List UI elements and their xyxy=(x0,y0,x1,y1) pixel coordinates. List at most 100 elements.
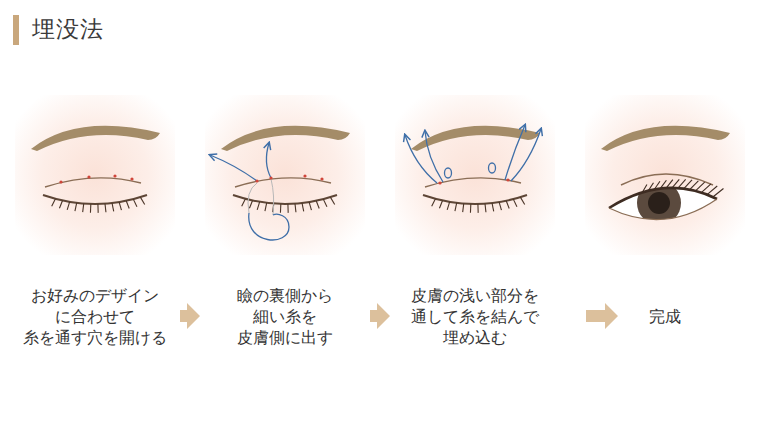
illustration-part xyxy=(432,199,436,206)
illustration-part xyxy=(257,202,259,210)
illustration-part xyxy=(303,174,306,177)
illustration-part xyxy=(470,204,471,213)
illustration-part xyxy=(126,201,129,209)
illustration-part xyxy=(265,203,267,211)
step-caption: お好みのデザイン に合わせて 糸を通す穴を開ける xyxy=(15,285,175,348)
illustration-part xyxy=(463,204,464,213)
illustration-part xyxy=(242,199,246,206)
illustration-part xyxy=(15,95,175,255)
illustration-part xyxy=(205,95,365,255)
illustration-part xyxy=(221,126,350,151)
illustration-part xyxy=(31,126,160,151)
illustration-part xyxy=(242,197,335,213)
illustration-part xyxy=(654,181,660,189)
illustration-part xyxy=(210,155,257,181)
illustration-part xyxy=(477,204,478,213)
panel xyxy=(205,95,365,255)
illustration-part xyxy=(269,176,272,179)
illustration-part xyxy=(302,203,304,211)
pupil xyxy=(648,192,670,214)
eyelid-crease xyxy=(621,174,713,185)
illustration-part xyxy=(439,200,442,208)
step-caption: 完成 xyxy=(649,306,681,327)
panel xyxy=(395,95,555,255)
panel xyxy=(585,95,745,255)
illustration-part xyxy=(233,178,337,204)
illustration-part xyxy=(395,95,555,255)
illustration-part xyxy=(492,203,494,211)
illustration-part xyxy=(405,135,437,183)
illustration-part xyxy=(249,200,252,208)
illustration-part xyxy=(75,203,77,211)
illustration-part xyxy=(90,204,91,213)
illustration-part xyxy=(249,213,289,240)
illustration-part xyxy=(59,200,62,208)
illustration-part xyxy=(445,168,452,178)
illustration-part xyxy=(713,189,724,197)
illustration-part xyxy=(52,197,145,213)
illustration-part xyxy=(411,126,540,151)
caption-text: 瞼の裏側から 細い糸を 皮膚側に出す xyxy=(205,285,365,348)
illustration-part xyxy=(59,180,62,183)
illustration-part xyxy=(678,179,686,188)
illustration-part xyxy=(87,175,90,178)
illustration-part xyxy=(455,203,457,211)
illustration-part xyxy=(585,95,745,255)
illustration-part xyxy=(140,197,144,204)
illustration-part xyxy=(505,125,525,180)
illustration-part xyxy=(130,177,133,180)
illustration-part xyxy=(489,163,496,173)
illustration-part xyxy=(648,183,653,191)
illustration-part xyxy=(707,186,717,195)
illustration-part xyxy=(601,126,730,151)
illustration-part xyxy=(499,202,501,210)
illustration-part xyxy=(287,204,288,213)
illustration-part xyxy=(97,204,98,213)
illustration-part xyxy=(642,185,647,193)
panel xyxy=(15,95,175,255)
illustration-part xyxy=(690,181,699,190)
illustration-part xyxy=(112,203,114,211)
illustration-part xyxy=(52,199,56,206)
caption-text: お好みのデザイン に合わせて 糸を通す穴を開ける xyxy=(15,285,175,348)
upper-lid xyxy=(609,188,717,208)
page-title: 埋没法 xyxy=(32,13,104,45)
illustration-part xyxy=(511,129,541,181)
caption-text: 完成 xyxy=(649,306,681,327)
illustration-part xyxy=(323,199,327,207)
illustration-part xyxy=(447,202,449,210)
illustration-part xyxy=(104,204,106,213)
illustration-part xyxy=(513,199,517,207)
step-arrow xyxy=(370,303,390,329)
illustration-part xyxy=(506,201,509,209)
caption-text: 皮膚の浅い部分を 通して糸を結んで 埋め込む xyxy=(395,285,555,348)
illustration-part xyxy=(520,197,524,204)
step-arrow xyxy=(180,303,200,329)
illustration-part xyxy=(484,204,486,213)
illustration-part xyxy=(266,143,271,178)
illustration-part xyxy=(309,202,311,210)
illustration-part xyxy=(684,180,692,189)
illustration-part xyxy=(660,180,666,188)
step-arrow xyxy=(586,303,618,329)
illustration-part xyxy=(133,199,137,207)
illustration-part xyxy=(506,178,509,181)
illustration-part xyxy=(320,177,323,180)
illustration-part xyxy=(696,182,705,191)
step-caption: 瞼の裏側から 細い糸を 皮膚側に出す xyxy=(205,285,365,348)
illustration-part xyxy=(119,202,121,210)
illustration-part xyxy=(666,180,673,189)
title-bar xyxy=(13,15,19,45)
illustration-part xyxy=(701,184,711,193)
illustration-part xyxy=(425,131,443,182)
illustration-part xyxy=(316,201,319,209)
illustration-part xyxy=(83,204,84,213)
illustration-part xyxy=(330,197,334,204)
illustration-part xyxy=(248,183,257,213)
illustration-part xyxy=(432,197,525,213)
illustration-part xyxy=(438,181,441,184)
illustration-part xyxy=(672,179,679,188)
illustration-part xyxy=(67,202,69,210)
lower-lid xyxy=(609,199,717,220)
